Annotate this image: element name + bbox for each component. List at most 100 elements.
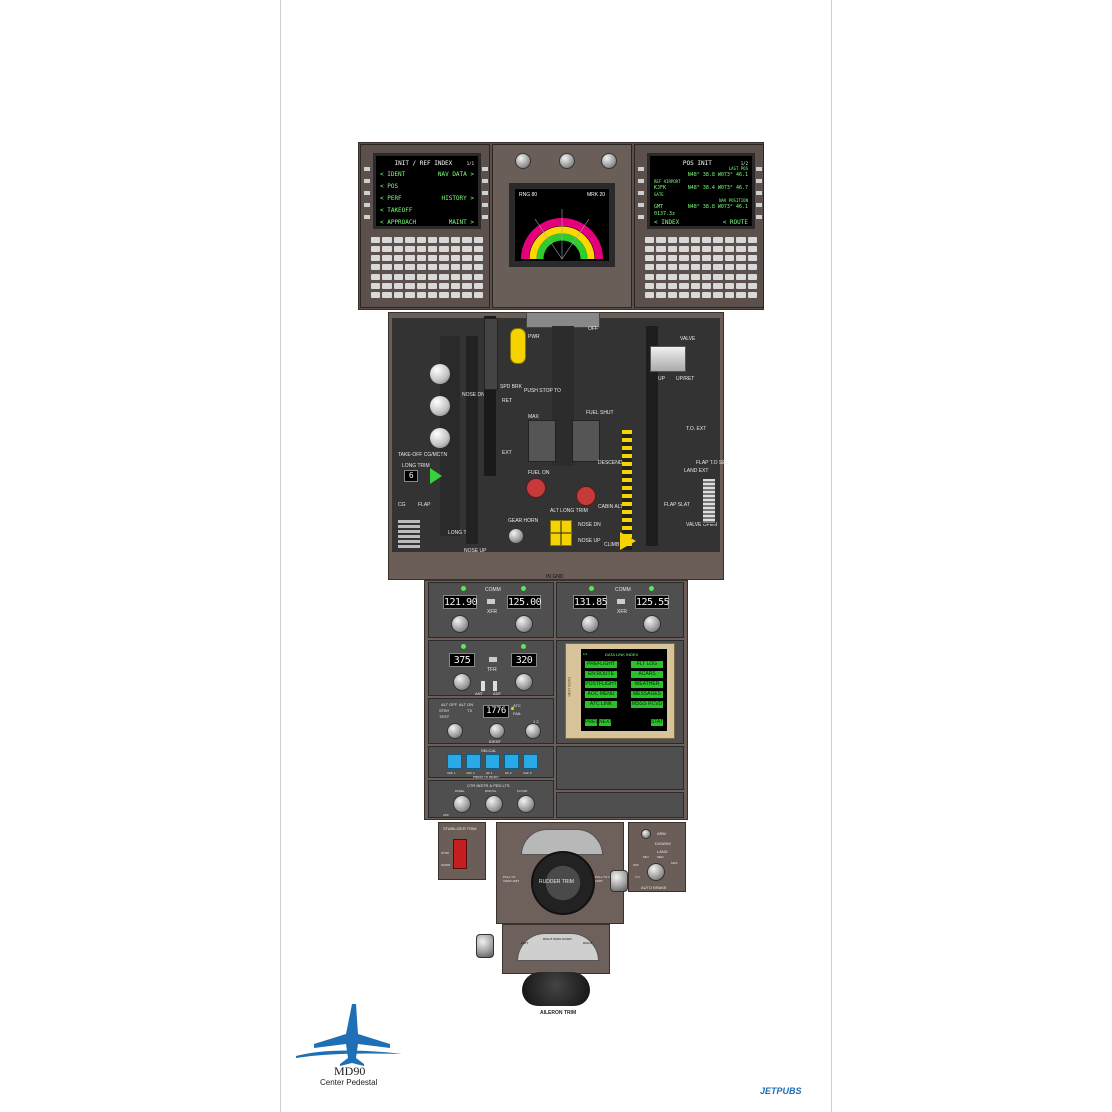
right-cdu-lsk-r4[interactable] <box>756 203 762 207</box>
comm2-left-knob[interactable] <box>581 615 599 633</box>
datalink-postflight[interactable]: POSTFLIGHT <box>585 681 617 688</box>
rudder-right-side-knob[interactable] <box>610 870 628 892</box>
datalink-next-softkey[interactable]: NEXT <box>599 719 611 726</box>
left-cdu-lsk-l5[interactable] <box>364 215 370 219</box>
right-cdu-lsk-l4[interactable] <box>638 203 644 207</box>
right-cdu-lsk-r5[interactable] <box>756 215 762 219</box>
comm1-right-knob[interactable] <box>515 615 533 633</box>
left-cdu-lsk-r3[interactable] <box>482 191 488 195</box>
adf-ant-switch[interactable] <box>493 681 497 691</box>
stab-trim-guard[interactable] <box>453 839 467 869</box>
datalink-screen: DATA LINK INDEX 1/1 PREFLIGHT EN ROUTE P… <box>581 649 667 731</box>
aileron-trim-knob[interactable] <box>522 972 590 1006</box>
datalink-prev-softkey[interactable]: PREV <box>585 719 597 726</box>
lights-flood-knob[interactable] <box>517 795 535 813</box>
selcal-hf2-button[interactable] <box>504 754 519 769</box>
lights-panel-knob[interactable] <box>453 795 471 813</box>
left-cdu-lsk-r5[interactable] <box>482 215 488 219</box>
datalink-title: DATA LINK INDEX <box>605 652 639 657</box>
right-cdu-lsk-l3[interactable] <box>638 191 644 195</box>
left-cdu-lsk-l4[interactable] <box>364 203 370 207</box>
nose-up-label-2: NOSE UP <box>578 538 601 544</box>
autobrake-arm-switch[interactable] <box>641 829 651 839</box>
left-cdu-title: INIT / REF INDEX <box>394 160 453 167</box>
left-cdu-lsk-l2[interactable] <box>364 179 370 183</box>
left-cdu-lsk-l1[interactable] <box>364 167 370 171</box>
left-cdu-lsk-r1[interactable] <box>482 167 488 171</box>
radar-gain-knob[interactable] <box>559 153 575 169</box>
trim-ball-3[interactable] <box>430 428 450 448</box>
lights-panel-label: PANEL <box>455 789 465 793</box>
trim-ball-2[interactable] <box>430 396 450 416</box>
atc-select-knob[interactable] <box>525 723 541 739</box>
right-cdu-keypad[interactable] <box>645 237 757 299</box>
autobrake-selector-knob[interactable] <box>647 863 665 881</box>
right-cdu-lsk-r1[interactable] <box>756 167 762 171</box>
valve-label: VALVE <box>680 336 696 342</box>
left-cdu-line3-left: < PERF <box>380 195 402 202</box>
alt-long-trim-switch[interactable] <box>550 520 572 546</box>
datalink-atc-link[interactable]: ATC LINK <box>585 701 617 708</box>
datalink-acars[interactable]: ACARS <box>631 671 663 678</box>
trim-value-window: 6 <box>404 470 418 482</box>
adf-right-knob[interactable] <box>515 673 533 691</box>
flap-to-sel-wheel[interactable] <box>702 478 716 524</box>
comm1-left-knob[interactable] <box>451 615 469 633</box>
flap-handle[interactable] <box>650 346 686 372</box>
adf-transfer-switch[interactable] <box>489 657 497 662</box>
datalink-msgs-rcvd[interactable]: MSGS RCVD <box>631 701 663 708</box>
left-cdu-keypad[interactable] <box>371 237 483 299</box>
fuel-valve-right-icon[interactable] <box>576 486 596 506</box>
left-cdu-line1-right: NAV DATA > <box>437 171 474 178</box>
left-cdu-lsk-r2[interactable] <box>482 179 488 183</box>
trim-ball-1[interactable] <box>430 364 450 384</box>
datalink-aoc-menu[interactable]: AOC MENU <box>585 691 617 698</box>
selcal-vhf3-button[interactable] <box>523 754 538 769</box>
nose-up-label: NOSE UP <box>464 548 487 554</box>
left-cdu-line1-left: < IDENT <box>380 171 406 178</box>
radar-mode-knob[interactable] <box>601 153 617 169</box>
datalink-enroute[interactable]: EN ROUTE <box>585 671 617 678</box>
pwr-knob[interactable] <box>510 328 526 364</box>
right-cdu-lsk-l2[interactable] <box>638 179 644 183</box>
datalink-stat-softkey[interactable]: STAT <box>651 719 663 726</box>
datalink-flt-log[interactable]: FLT LOG <box>631 661 663 668</box>
up-label: UP <box>658 376 665 382</box>
right-cdu-line4-right: N48° 38.4 W073° 46.7 <box>687 185 748 191</box>
atc-mode-knob[interactable] <box>447 723 463 739</box>
rudder-left-side-knob[interactable] <box>476 934 494 958</box>
lights-digital-knob[interactable] <box>485 795 503 813</box>
right-cdu-lsk-r2[interactable] <box>756 179 762 183</box>
comm2-right-knob[interactable] <box>643 615 661 633</box>
atc-ident-knob[interactable] <box>489 723 505 739</box>
right-cdu-line7-right: N48° 38.8 W073° 46.1 <box>687 204 748 210</box>
fuel-valve-left-icon[interactable] <box>526 478 546 498</box>
right-cdu-lsk-l5[interactable] <box>638 215 644 219</box>
speed-brake-handle[interactable] <box>484 318 498 390</box>
adf-left-knob[interactable] <box>453 673 471 691</box>
right-cdu-line1-right: LAST POS <box>728 166 748 171</box>
right-cdu-lsk-r3[interactable] <box>756 191 762 195</box>
datalink-messages[interactable]: MESSAGES <box>631 691 663 698</box>
datalink-weather[interactable]: WEATHER <box>631 681 663 688</box>
left-cdu-lsk-l3[interactable] <box>364 191 370 195</box>
cabin-alt-pointer-icon <box>620 532 636 550</box>
right-cdu-lsk-l1[interactable] <box>638 167 644 171</box>
radar-returns <box>521 209 603 260</box>
radar-tilt-knob[interactable] <box>515 153 531 169</box>
rudder-trim-knob[interactable] <box>531 851 595 915</box>
gear-horn-button[interactable] <box>508 528 524 544</box>
adf-mode-switch[interactable] <box>481 681 485 691</box>
adf-right-freq: 320 <box>511 653 537 667</box>
selcal-vhf1-button[interactable] <box>447 754 462 769</box>
left-throttle-lever[interactable] <box>528 420 556 462</box>
stab-trim-norm-label: NORM <box>441 863 451 867</box>
datalink-preflight[interactable]: PREFLIGHT <box>585 661 617 668</box>
right-throttle-lever[interactable] <box>572 420 600 462</box>
left-cdu-lsk-r4[interactable] <box>482 203 488 207</box>
right-cdu-line4-left: KJFK <box>654 185 667 191</box>
comm2-transfer-switch[interactable] <box>617 599 625 604</box>
comm1-transfer-switch[interactable] <box>487 599 495 604</box>
selcal-vhf2-button[interactable] <box>466 754 481 769</box>
selcal-hf1-button[interactable] <box>485 754 500 769</box>
